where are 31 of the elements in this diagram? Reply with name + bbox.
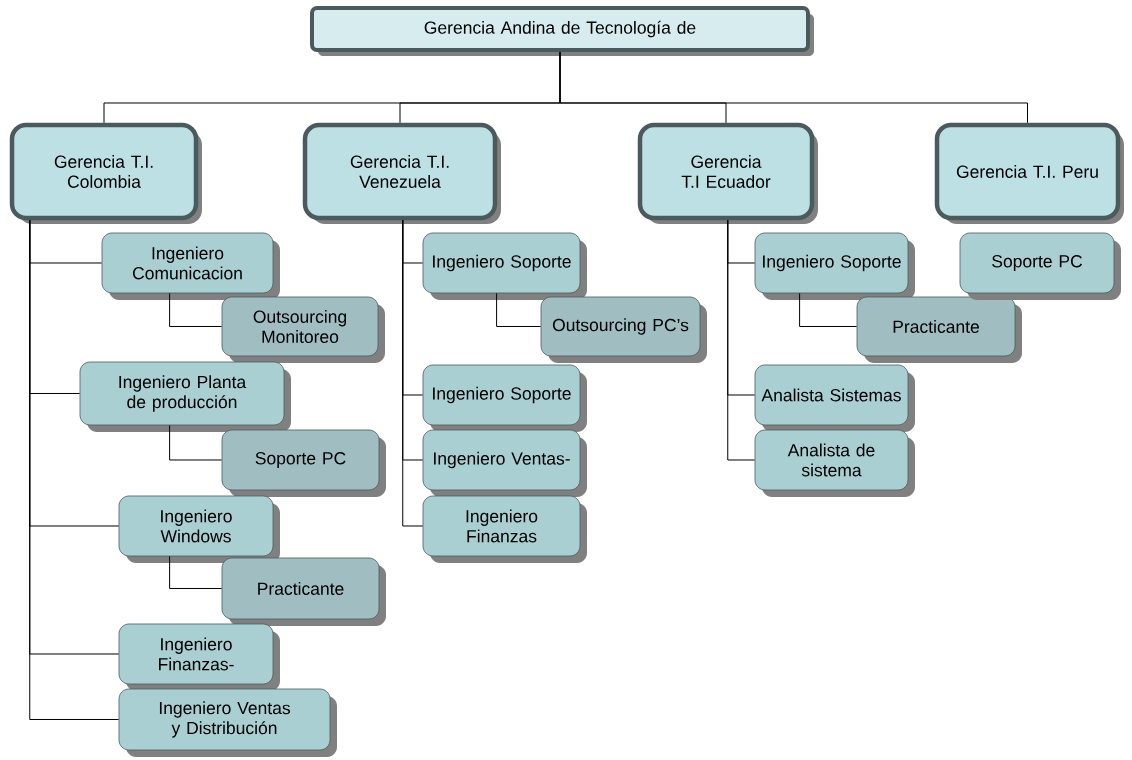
position-box: Analista Sistemas <box>754 364 915 432</box>
position-box: Ingeniero Soporte <box>754 232 915 300</box>
position-box: Outsourcing PC’s <box>540 296 707 363</box>
connector-line <box>169 424 223 461</box>
position-box: Practicante <box>856 296 1022 363</box>
connector-line <box>559 51 1028 124</box>
connector-line <box>727 219 756 461</box>
manager-box: Gerencia T.I Ecuador <box>637 122 818 224</box>
position-box: Ingeniero Finanzas- <box>118 623 280 691</box>
manager-box: Gerencia T.I. Peru <box>934 122 1124 224</box>
position-box: Ingeniero Ventas y Distribución <box>118 688 337 757</box>
manager-box: Gerencia T.I. Venezuela <box>302 122 501 224</box>
position-box: Soporte PC <box>221 429 386 497</box>
position-box: Ingeniero Windows <box>118 495 280 563</box>
position-box: Analista de sistema <box>754 429 915 497</box>
title-box: Gerencia Andina de Tecnología de <box>310 6 814 56</box>
position-box: Practicante <box>221 557 386 626</box>
position-box: Ingeniero Soporte <box>422 232 587 300</box>
connector-line <box>496 292 542 327</box>
position-box: Ingeniero Finanzas <box>422 495 587 563</box>
position-box: Ingeniero Comunicacion <box>101 232 280 300</box>
position-box: Outsourcing Monitoreo <box>221 296 385 363</box>
connector-line <box>402 219 424 527</box>
position-box: Ingeniero Soporte <box>422 364 587 432</box>
manager-box: Gerencia T.I. Colombia <box>9 122 202 224</box>
position-box: Ingeniero Ventas- <box>422 429 587 497</box>
connector-line <box>169 292 223 327</box>
connector-line <box>169 555 223 589</box>
connector-line <box>799 292 858 327</box>
position-box: Ingeniero Planta de producción <box>79 361 291 432</box>
position-box: Soporte PC <box>959 232 1121 300</box>
